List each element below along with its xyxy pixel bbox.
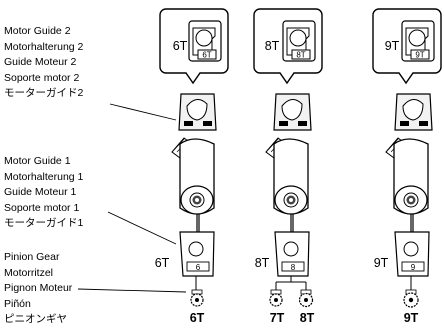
pinion-label-8t: 8T xyxy=(300,311,315,325)
motor-guide-2 xyxy=(179,94,216,130)
motor xyxy=(172,138,214,232)
callout-bubble: 6T 6T xyxy=(160,9,228,83)
column-8t: 8T 8T 8T xyxy=(254,9,322,307)
guide-1-tooth-label: 6T xyxy=(155,256,170,270)
svg-text:9: 9 xyxy=(411,263,416,272)
callout-badge: 6T xyxy=(202,51,211,60)
callout-tooth-label: 9T xyxy=(385,39,400,53)
leader-line-guide-1 xyxy=(108,212,176,244)
leader-line-pinion xyxy=(78,289,186,292)
motor xyxy=(386,138,428,232)
pinion-label-7t: 7T xyxy=(270,311,285,325)
pinion-gear xyxy=(404,276,418,307)
pinion-label-9t: 9T xyxy=(404,311,419,325)
callout-tooth-label: 6T xyxy=(173,39,188,53)
callout-badge: 8T xyxy=(296,51,305,60)
pinion-options xyxy=(270,276,313,307)
motor-guide-1: 8T 8 xyxy=(255,232,309,276)
svg-text:6: 6 xyxy=(196,263,201,272)
motor-guide-2 xyxy=(274,94,311,130)
callout-tooth-label: 8T xyxy=(265,39,280,53)
pinion-gear xyxy=(191,276,203,306)
svg-text:8: 8 xyxy=(291,263,296,272)
guide-1-tooth-label: 8T xyxy=(255,256,270,270)
pinion-label-6t: 6T xyxy=(190,311,205,325)
callout-bubble: 9T 9T xyxy=(373,9,441,83)
callout-bubble: 8T 8T xyxy=(254,9,322,83)
motor-guide-1: 9T 9 xyxy=(374,232,429,276)
callout-badge: 9T xyxy=(415,51,424,60)
column-6t: 6T 6T 6T xyxy=(155,9,228,306)
motor-guide-2 xyxy=(395,94,432,130)
column-9t: 9T 9T 9T xyxy=(373,9,441,307)
guide-1-tooth-label: 9T xyxy=(374,256,389,270)
leader-line-guide-2 xyxy=(110,104,176,120)
motor xyxy=(266,138,308,232)
